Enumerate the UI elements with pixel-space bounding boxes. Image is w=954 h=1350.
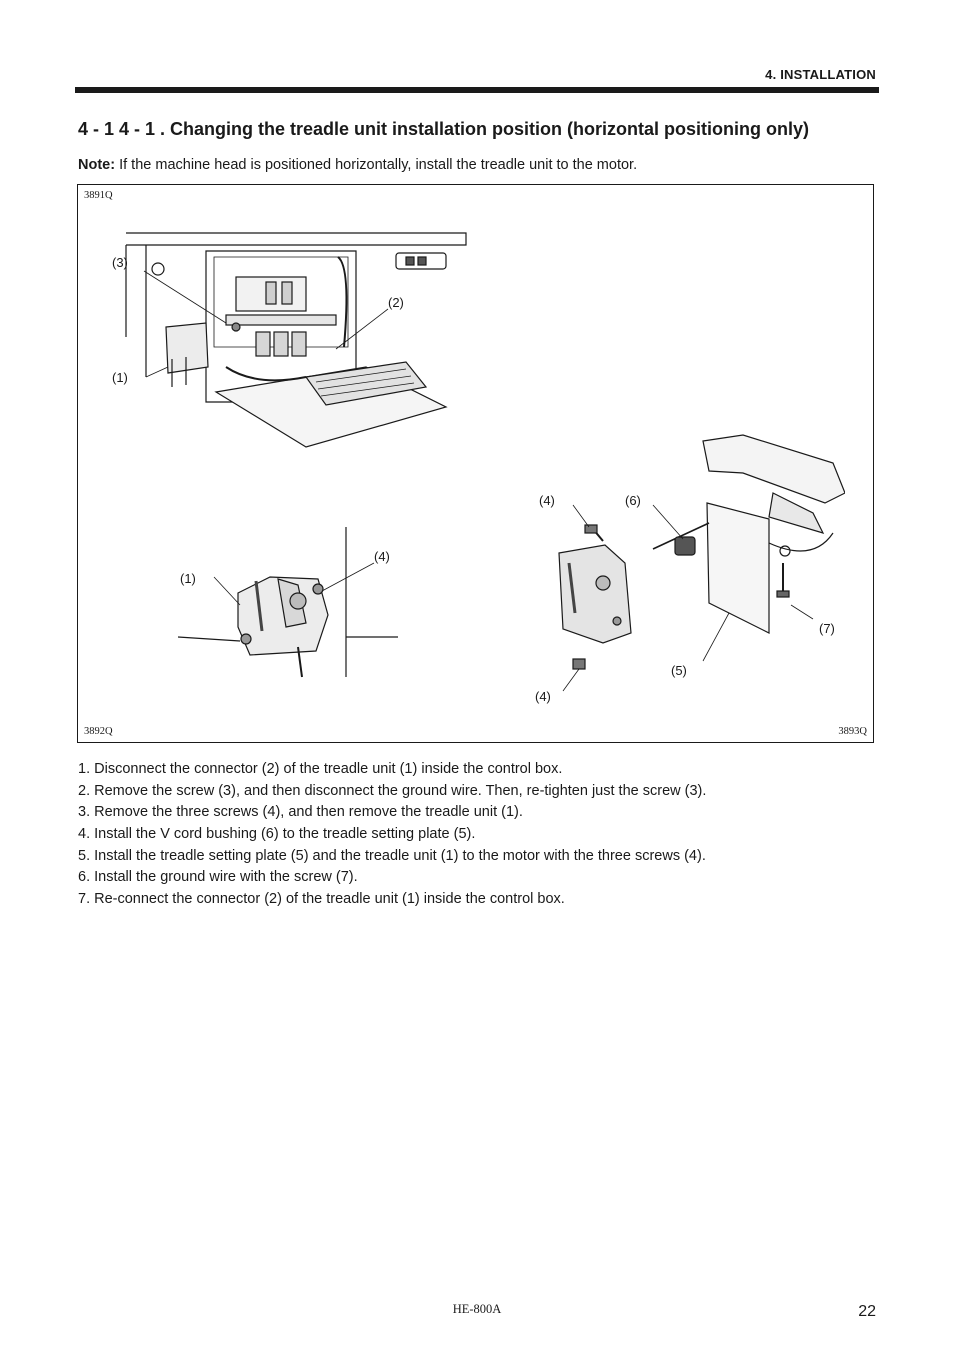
page-number: 22 <box>858 1303 876 1320</box>
header-section-label: 4. INSTALLATION <box>765 67 876 82</box>
callout-c7: (7) <box>819 621 835 636</box>
note: Note: If the machine head is positioned … <box>78 157 637 173</box>
step-item: 3. Remove the three screws (4), and then… <box>78 804 523 821</box>
callout-b4: (4) <box>374 549 390 564</box>
figure-box: 3891Q 3892Q 3893Q <box>77 184 874 743</box>
step-item: 6. Install the ground wire with the scre… <box>78 869 358 886</box>
step-item: 4. Install the V cord bushing (6) to the… <box>78 826 476 843</box>
callout-a3: (3) <box>112 255 128 270</box>
steps-list: 1. Disconnect the connector (2) of the t… <box>78 760 706 912</box>
figure-code-top-left: 3891Q <box>84 190 113 201</box>
treadle-unit-illustration: (1) (4) <box>178 527 398 678</box>
note-label: Note: <box>78 157 116 173</box>
step-item: 7. Re-connect the connector (2) of the t… <box>78 891 565 908</box>
step-item: 2. Remove the screw (3), and then discon… <box>78 782 707 799</box>
section-title: 4 - 1 4 - 1 . Changing the treadle unit … <box>78 119 810 139</box>
callout-c5: (5) <box>671 663 687 678</box>
note-text: If the machine head is positioned horizo… <box>115 157 638 173</box>
treadle-plate-assembly-illustration: (4) (6) (5) (7) (4) <box>535 434 845 704</box>
callout-c4b: (4) <box>535 689 551 704</box>
footer-model: HE-800A <box>452 1302 502 1316</box>
callout-c6: (6) <box>625 493 641 508</box>
callout-c4a: (4) <box>539 493 555 508</box>
figure-code-bottom-left: 3892Q <box>84 726 113 737</box>
step-item: 1. Disconnect the connector (2) of the t… <box>78 761 563 777</box>
step-item: 5. Install the treadle setting plate (5)… <box>78 847 706 864</box>
figure-code-bottom-right: 3893Q <box>838 726 867 737</box>
callout-b1: (1) <box>180 571 196 586</box>
header-rule <box>75 87 879 93</box>
callout-a2: (2) <box>388 295 404 310</box>
callout-a1: (1) <box>112 370 128 385</box>
control-box-illustration: (3) (2) (1) <box>112 232 467 448</box>
